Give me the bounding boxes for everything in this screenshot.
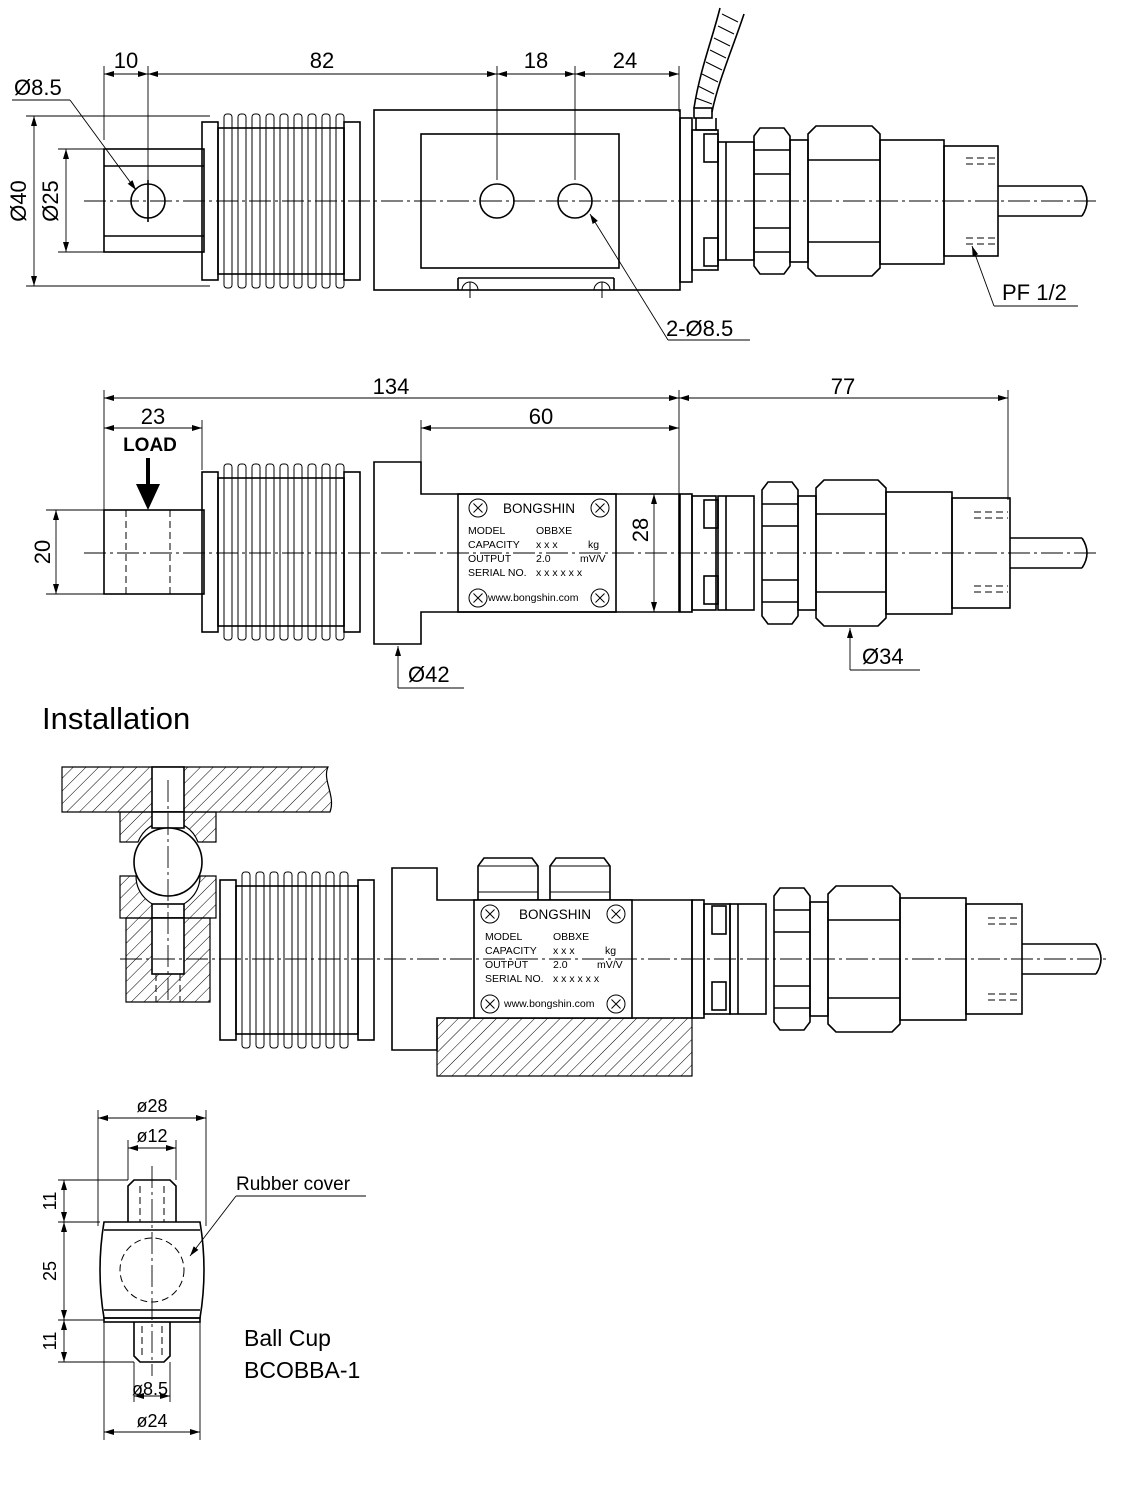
plate-capacity-value: x x x: [536, 539, 558, 551]
ball-cup-view: ø28 ø12 11 25 11 ø8.5 ø24 Rubber cover B…: [40, 1096, 366, 1440]
installation-heading: Installation: [42, 701, 190, 736]
cup-top-len: 11: [40, 1192, 60, 1211]
braided-cable: [693, 7, 745, 131]
dim-23: 23: [141, 404, 165, 429]
holes-label: 2-Ø8.5: [666, 316, 733, 341]
dim-60: 60: [529, 404, 553, 429]
bellows-side: [201, 463, 361, 641]
plate2-output-unit: mV/V: [597, 959, 623, 971]
end-dia-label: Ø25: [38, 180, 63, 222]
dim-134: 134: [373, 374, 410, 399]
plate2-output-label: OUTPUT: [485, 959, 529, 971]
installation-view: BONGSHIN MODEL OBBXE CAPACITY x x x kg O…: [61, 766, 1110, 1077]
plate-output-label: OUTPUT: [468, 553, 512, 565]
load-cell-body-side: [373, 461, 680, 645]
cable-gland-top: [679, 117, 1088, 283]
plate-capacity-unit: kg: [588, 539, 599, 551]
plate2-serial-label: SERIAL NO.: [485, 973, 544, 985]
plate2-output-value: 2.0: [553, 959, 568, 971]
cup-mid-len: 25: [40, 1261, 60, 1281]
dim-18: 18: [524, 48, 548, 73]
plate2-model-value: OBBXE: [553, 931, 589, 943]
plate2-capacity-unit: kg: [605, 945, 616, 957]
plate-website: www.bongshin.com: [487, 592, 579, 604]
plate-model-value: OBBXE: [536, 525, 572, 537]
plate2-model-label: MODEL: [485, 931, 523, 943]
plate2-website: www.bongshin.com: [503, 998, 595, 1010]
plate-model-label: MODEL: [468, 525, 506, 537]
nameplate-side: BONGSHIN MODEL OBBXE CAPACITY x x x kg O…: [457, 493, 617, 613]
cup-outer-dia: ø28: [136, 1096, 167, 1116]
plate2-brand: BONGSHIN: [519, 907, 591, 922]
dim-24: 24: [613, 48, 637, 73]
plate2-capacity-label: CAPACITY: [485, 945, 537, 957]
plate2-serial-value: x x x x x x: [553, 973, 600, 985]
plate-serial-value: x x x x x x: [536, 567, 583, 579]
hole-dia-label: Ø8.5: [14, 75, 62, 100]
plate2-capacity-value: x x x: [553, 945, 575, 957]
plate-brand: BONGSHIN: [503, 501, 575, 516]
body-dia-label: Ø42: [408, 662, 450, 687]
dim-20: 20: [30, 540, 55, 564]
top-dimension-chain: 10 82 18 24: [103, 48, 680, 180]
dim-10: 10: [114, 48, 138, 73]
outer-dia-label: Ø40: [6, 180, 31, 222]
cup-bot-len: 11: [40, 1332, 60, 1351]
load-cell-body-top: [373, 109, 681, 291]
cup-hole-dia: ø8.5: [132, 1379, 168, 1399]
plate-capacity-label: CAPACITY: [468, 539, 520, 551]
side-view: 134 77 23 60 LOAD 20 BONGSH: [30, 374, 1100, 689]
load-arrow-icon: [136, 484, 160, 510]
plate-output-value: 2.0: [536, 553, 551, 565]
dim-82: 82: [310, 48, 334, 73]
plate-serial-label: SERIAL NO.: [468, 567, 527, 579]
cup-base-dia: ø24: [136, 1411, 167, 1431]
thread-label: PF 1/2: [1002, 280, 1067, 305]
load-label: LOAD: [123, 435, 177, 456]
ball-cup-title: Ball Cup: [244, 1325, 331, 1351]
dim-28: 28: [628, 518, 653, 542]
plate-output-unit: mV/V: [580, 553, 606, 565]
ball-cup-model: BCOBBA-1: [244, 1357, 360, 1383]
cup-stud-dia: ø12: [136, 1126, 167, 1146]
rubber-cover-label: Rubber cover: [236, 1174, 351, 1195]
top-view: 10 82 18 24 Ø8.5 Ø40 Ø25: [6, 7, 1100, 341]
gland-dia-label: Ø34: [862, 644, 904, 669]
dim-77: 77: [831, 374, 855, 399]
